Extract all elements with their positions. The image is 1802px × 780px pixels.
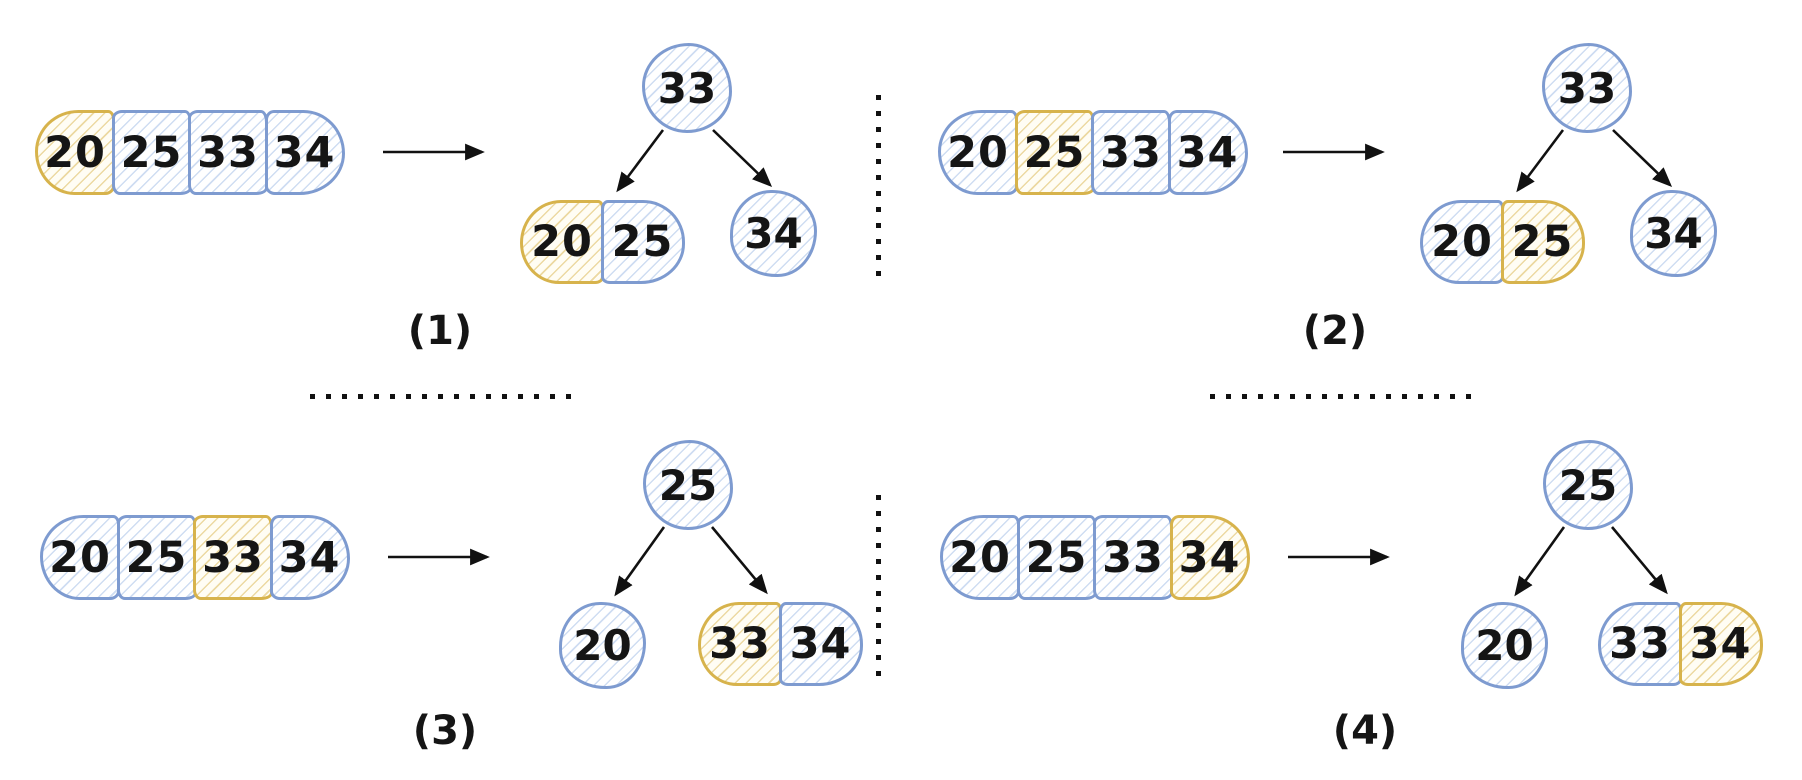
- root-right-edge-icon: [711, 526, 768, 595]
- array-cell: 25: [111, 110, 192, 195]
- figure-label: (1): [407, 308, 473, 354]
- tree-right-child-pill: 33 34: [1598, 602, 1763, 686]
- tree-left-child-pill: 20 25: [520, 200, 685, 284]
- pill-cell: 20: [520, 200, 604, 284]
- array-cell: 20: [40, 515, 120, 600]
- tree-root-node: 25: [643, 440, 733, 530]
- array-cell: 34: [264, 110, 345, 195]
- tree-left-child-node: 20: [1461, 602, 1548, 689]
- array-cell: 33: [188, 110, 268, 195]
- tree-left-child-node: 20: [559, 602, 646, 689]
- horizontal-dotted-separator: [1210, 394, 1476, 399]
- pill-cell: 34: [1678, 602, 1763, 686]
- pill-cell: 25: [1500, 200, 1585, 284]
- tree-root-node: 33: [642, 43, 732, 133]
- array-cell: 25: [1016, 515, 1097, 600]
- array-figure-3: 20 25 33 34: [40, 515, 350, 600]
- root-left-edge-icon: [616, 129, 665, 193]
- array-cell: 34: [269, 515, 350, 600]
- array-cell: 20: [940, 515, 1020, 600]
- root-right-edge-icon: [1611, 526, 1668, 595]
- vertical-dotted-separator: [876, 95, 881, 285]
- root-left-edge-icon: [1516, 129, 1565, 193]
- array-cell: 20: [938, 110, 1018, 195]
- tree-left-child-pill: 20 25: [1420, 200, 1585, 284]
- array-cell: 33: [193, 515, 273, 600]
- tree-right-child-pill: 33 34: [698, 602, 863, 686]
- tree-root-node: 25: [1543, 440, 1633, 530]
- tree-right-child-node: 34: [730, 190, 817, 277]
- figure-label: (2): [1302, 308, 1368, 354]
- pill-cell: 34: [778, 602, 863, 686]
- array-figure-2: 20 25 33 34: [938, 110, 1248, 195]
- horizontal-dotted-separator: [310, 394, 576, 399]
- array-figure-1: 20 25 33 34: [35, 110, 345, 195]
- array-cell: 34: [1169, 515, 1250, 600]
- tree-right-child-node: 34: [1630, 190, 1717, 277]
- array-cell: 20: [35, 110, 115, 195]
- pill-cell: 20: [1420, 200, 1504, 284]
- array-figure-4: 20 25 33 34: [940, 515, 1250, 600]
- tree-root-node: 33: [1542, 43, 1632, 133]
- array-cell: 34: [1167, 110, 1248, 195]
- pill-cell: 25: [600, 200, 685, 284]
- pill-cell: 33: [698, 602, 782, 686]
- root-left-edge-icon: [1514, 526, 1566, 597]
- figure-label: (4): [1332, 708, 1398, 754]
- array-cell: 33: [1091, 110, 1171, 195]
- array-cell: 25: [1014, 110, 1095, 195]
- array-cell: 33: [1093, 515, 1173, 600]
- vertical-dotted-separator: [876, 495, 881, 685]
- figure-label: (3): [412, 708, 478, 754]
- root-right-edge-icon: [712, 129, 773, 187]
- root-right-edge-icon: [1612, 129, 1673, 187]
- array-cell: 25: [116, 515, 197, 600]
- pill-cell: 33: [1598, 602, 1682, 686]
- root-left-edge-icon: [614, 526, 666, 597]
